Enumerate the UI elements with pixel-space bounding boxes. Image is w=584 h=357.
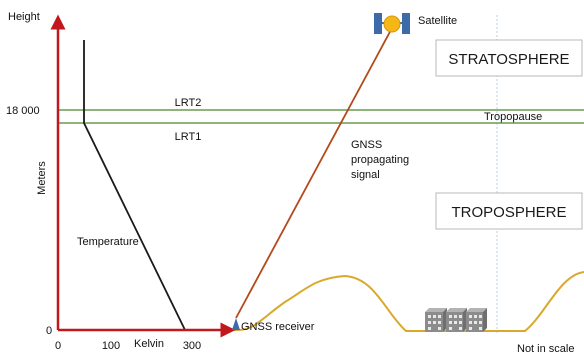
- gnss-receiver-label: GNSS receiver: [241, 321, 315, 333]
- not-in-scale-label: Not in scale: [517, 343, 574, 355]
- lrt2-label: LRT2: [175, 97, 202, 109]
- y-axis-unit: Meters: [36, 161, 48, 195]
- troposphere-box: [435, 192, 583, 230]
- receiver-icon: [232, 318, 240, 330]
- y-tick-18000: 18 000: [6, 105, 40, 117]
- x-axis-unit: Kelvin: [134, 338, 164, 350]
- y-axis-title: Height: [8, 11, 40, 23]
- troposphere-label: TROPOSPHERE: [451, 204, 566, 221]
- y-tick-0: 0: [46, 325, 52, 337]
- gnss-signal-label-line2: propagating: [351, 154, 409, 166]
- x-tick-100: 100: [102, 340, 120, 352]
- stratosphere-box: [435, 39, 583, 77]
- gnss-signal-label-line3: signal: [351, 169, 380, 181]
- x-tick-0: 0: [55, 340, 61, 352]
- lrt1-label: LRT1: [175, 131, 202, 143]
- buildings-icon: [425, 308, 487, 332]
- tropopause-label: Tropopause: [484, 111, 542, 123]
- satellite-label: Satellite: [418, 15, 457, 27]
- stratosphere-label: STRATOSPHERE: [448, 51, 569, 68]
- terrain-curve: [197, 271, 584, 332]
- temperature-profile: [83, 40, 186, 331]
- x-tick-300: 300: [183, 340, 201, 352]
- temperature-label: Temperature: [77, 236, 139, 248]
- gnss-signal-label-line1: GNSS: [351, 139, 382, 151]
- satellite-icon: [374, 13, 410, 34]
- gnss-signal-line: [235, 27, 393, 319]
